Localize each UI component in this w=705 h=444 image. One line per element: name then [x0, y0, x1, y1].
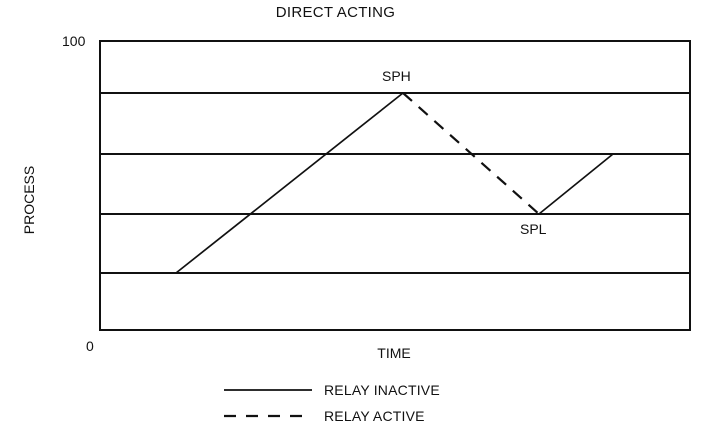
y-axis-label: PROCESS: [21, 165, 37, 235]
chart-title: DIRECT ACTING: [0, 4, 705, 21]
chart-title-text: DIRECT ACTING: [275, 4, 396, 21]
y-axis-tick-max: 100: [62, 33, 86, 49]
annotation-sph: SPH: [382, 68, 411, 84]
series-relay-active-fall: [402, 92, 540, 215]
annotation-spl: SPL: [520, 221, 547, 237]
series-relay-inactive-rise-2: [538, 153, 614, 215]
x-axis-label: TIME: [377, 345, 411, 361]
plot-frame: [99, 40, 691, 331]
legend-item-relay-inactive: RELAY INACTIVE: [222, 377, 522, 403]
series-relay-inactive-rise: [175, 92, 404, 274]
legend-swatch-solid: [224, 389, 312, 391]
legend-label-relay-active: RELAY ACTIVE: [324, 408, 425, 424]
legend-swatch-dashed: [224, 414, 312, 418]
legend-label-relay-inactive: RELAY INACTIVE: [324, 382, 440, 398]
legend-item-relay-active: RELAY ACTIVE: [222, 403, 522, 429]
chart-legend: RELAY INACTIVE RELAY ACTIVE: [222, 377, 522, 429]
y-axis-tick-min: 0: [86, 338, 94, 354]
